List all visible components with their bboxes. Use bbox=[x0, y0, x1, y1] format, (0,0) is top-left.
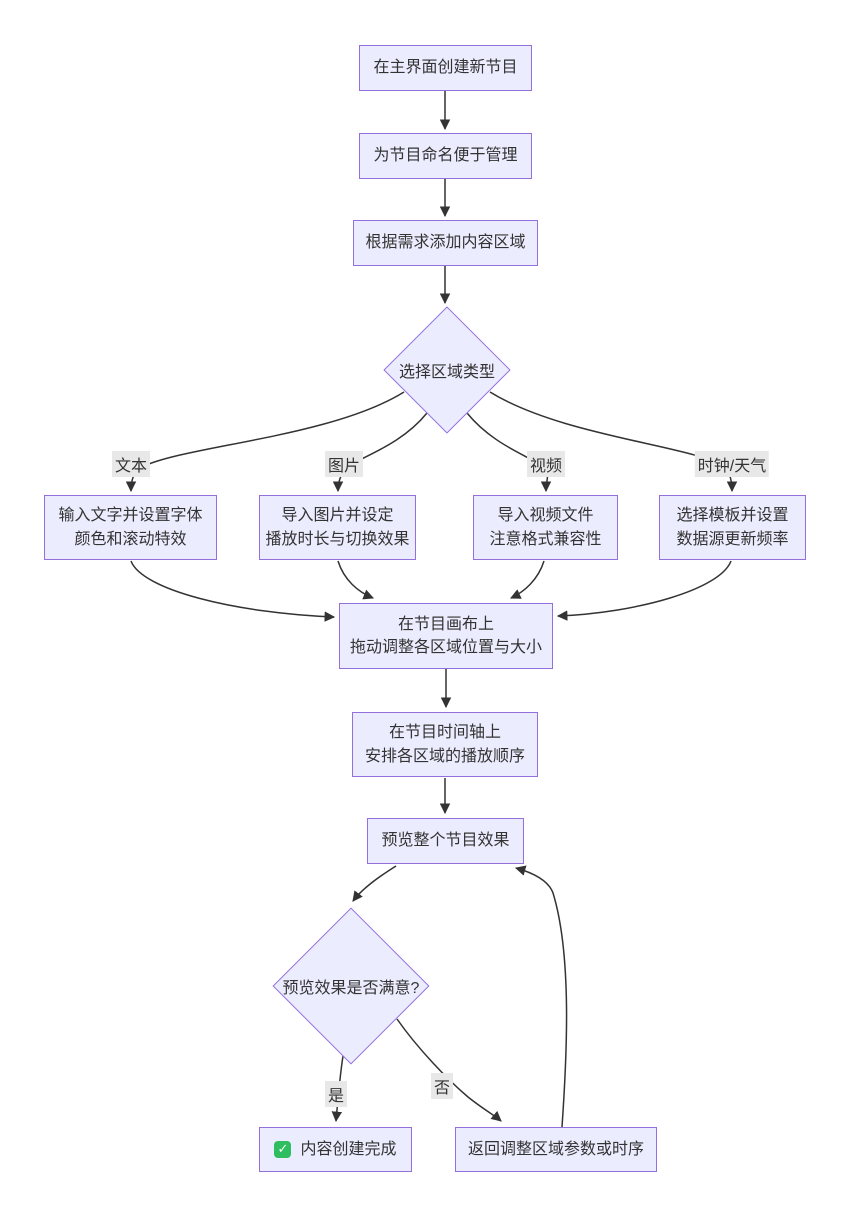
node-timeline-arrange-line1: 在节目时间轴上 bbox=[388, 724, 501, 742]
node-image-region-line2: 播放时长与切换效果 bbox=[265, 530, 410, 548]
node-video-region-line2: 注意格式兼容性 bbox=[489, 530, 602, 548]
edge-clock-to-canvas bbox=[556, 560, 732, 621]
node-timeline-arrange-line2: 安排各区域的播放顺序 bbox=[364, 747, 525, 765]
edge-label-image: 图片 bbox=[324, 451, 364, 477]
edge-adjust-back-to-preview bbox=[514, 865, 568, 1128]
node-done-label: 内容创建完成 bbox=[300, 1140, 397, 1158]
node-video-region: 导入视频文件 注意格式兼容性 bbox=[473, 495, 618, 560]
node-create-program: 在主界面创建新节目 bbox=[359, 45, 532, 91]
node-canvas-adjust-line2: 拖动调整各区域位置与大小 bbox=[349, 639, 542, 656]
node-video-region-line1: 导入视频文件 bbox=[497, 507, 594, 525]
node-name-program-label: 为节目命名便于管理 bbox=[373, 147, 518, 165]
edge-decision-no bbox=[396, 1018, 502, 1122]
edge-image-to-canvas bbox=[337, 560, 374, 600]
node-preview-label: 预览整个节目效果 bbox=[381, 832, 510, 850]
edge-label-clock-weather: 时钟/天气 bbox=[694, 451, 770, 477]
node-adjust-back: 返回调整区域参数或时序 bbox=[455, 1127, 657, 1172]
node-preview-satisfied: 预览效果是否满意? bbox=[272, 907, 430, 1065]
node-choose-region-type-label: 选择区域类型 bbox=[398, 364, 495, 381]
edge-label-video: 视频 bbox=[526, 451, 566, 477]
edge-video-to-canvas bbox=[510, 560, 545, 599]
node-done: ✓ 内容创建完成 bbox=[259, 1127, 412, 1172]
node-clock-region-line1: 选择模板并设置 bbox=[676, 507, 789, 525]
node-image-region: 导入图片并设定 播放时长与切换效果 bbox=[259, 495, 416, 560]
node-create-program-label: 在主界面创建新节目 bbox=[373, 59, 518, 77]
edge-preview-to-decision bbox=[352, 865, 397, 902]
node-clock-region-line2: 数据源更新频率 bbox=[676, 530, 789, 548]
node-adjust-back-label: 返回调整区域参数或时序 bbox=[467, 1140, 644, 1158]
node-timeline-arrange: 在节目时间轴上 安排各区域的播放顺序 bbox=[352, 712, 538, 777]
node-text-region: 输入文字并设置字体 颜色和滚动特效 bbox=[44, 495, 217, 560]
node-image-region-line1: 导入图片并设定 bbox=[281, 507, 394, 525]
edge-label-yes: 是 bbox=[324, 1081, 348, 1107]
edge-text-to-canvas bbox=[130, 560, 336, 622]
node-choose-region-type: 选择区域类型 bbox=[383, 306, 511, 434]
node-canvas-adjust: 在节目画布上 拖动调整各区域位置与大小 bbox=[339, 603, 553, 669]
node-preview: 预览整个节目效果 bbox=[367, 818, 524, 864]
node-text-region-line1: 输入文字并设置字体 bbox=[58, 507, 203, 525]
edge-label-text: 文本 bbox=[111, 451, 151, 477]
node-text-region-line2: 颜色和滚动特效 bbox=[74, 530, 187, 548]
edge-label-no: 否 bbox=[430, 1073, 454, 1099]
node-clock-region: 选择模板并设置 数据源更新频率 bbox=[659, 495, 806, 560]
node-add-regions: 根据需求添加内容区域 bbox=[353, 220, 538, 266]
node-preview-satisfied-label: 预览效果是否满意? bbox=[282, 980, 420, 997]
node-add-regions-label: 根据需求添加内容区域 bbox=[365, 234, 526, 252]
check-icon: ✓ bbox=[274, 1141, 292, 1158]
node-canvas-adjust-line1: 在节目画布上 bbox=[397, 615, 494, 633]
node-name-program: 为节目命名便于管理 bbox=[359, 133, 532, 179]
edge-choose-to-text bbox=[125, 391, 405, 493]
